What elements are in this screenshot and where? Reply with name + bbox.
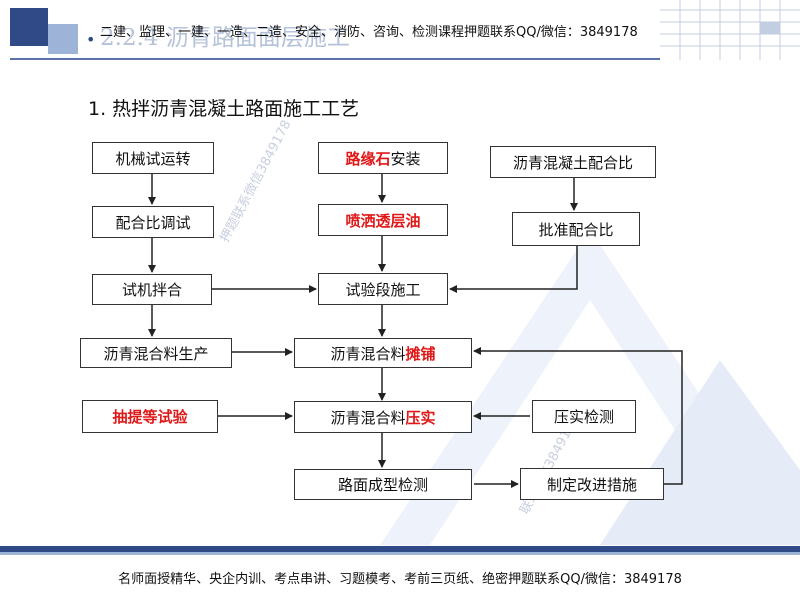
header-logo-square-dark xyxy=(10,8,48,46)
arrow-improve-to-paving xyxy=(473,347,683,485)
compaction-prefix-label: 沥青混合料 xyxy=(330,408,406,427)
box-surface-check: 路面成型检测 xyxy=(294,469,472,500)
box-trial-mixing: 试机拌合 xyxy=(92,274,212,305)
prime-coat-label: 喷洒透层油 xyxy=(345,211,421,230)
footer-text: 名师面授精华、央企内训、考点串讲、习题模考、考前三页纸、绝密押题联系QQ/微信：… xyxy=(118,572,682,587)
box-asphalt-compaction: 沥青混合料压实 xyxy=(294,401,472,433)
install-label: 安装 xyxy=(390,149,421,168)
box-machine-trial: 机械试运转 xyxy=(92,142,214,174)
box-sampling-test: 抽提等试验 xyxy=(82,400,218,433)
contact-banner: 二建、监理、一建、一造、二造、安全、消防、咨询、检测课程押题联系QQ/微信：38… xyxy=(100,25,638,40)
header-grid-decoration xyxy=(660,0,800,60)
box-approve-mix-ratio: 批准配合比 xyxy=(512,212,640,246)
curb-label: 路缘石 xyxy=(345,149,391,168)
sampling-test-label: 抽提等试验 xyxy=(112,408,188,426)
paving-prefix-label: 沥青混合料 xyxy=(330,344,406,363)
box-asphalt-paving: 沥青混合料摊铺 xyxy=(294,338,472,368)
section-title: 1. 热拌沥青混凝土路面施工工艺 xyxy=(88,98,360,120)
compaction-label: 压实 xyxy=(405,408,436,427)
box-mix-ratio-adjust: 配合比调试 xyxy=(92,206,214,238)
box-test-section: 试验段施工 xyxy=(318,273,448,305)
arrow-approve-to-section xyxy=(449,246,578,293)
footer-bar-accent xyxy=(0,552,800,555)
header-divider xyxy=(10,58,660,60)
header-logo-square-light xyxy=(48,24,78,54)
box-prime-coat: 喷洒透层油 xyxy=(318,204,448,236)
paving-label: 摊铺 xyxy=(405,344,436,363)
box-compaction-check: 压实检测 xyxy=(532,400,636,433)
box-improvement: 制定改进措施 xyxy=(520,468,664,500)
box-concrete-mix-ratio: 沥青混凝土配合比 xyxy=(490,146,656,178)
page-title: 2.2.4 沥青路面面层施工 xyxy=(100,25,350,51)
box-curb-install: 路缘石安装 xyxy=(318,142,448,174)
title-bullet-icon: • xyxy=(86,30,96,49)
box-asphalt-production: 沥青混合料生产 xyxy=(80,338,232,368)
footer-bar xyxy=(0,546,800,552)
